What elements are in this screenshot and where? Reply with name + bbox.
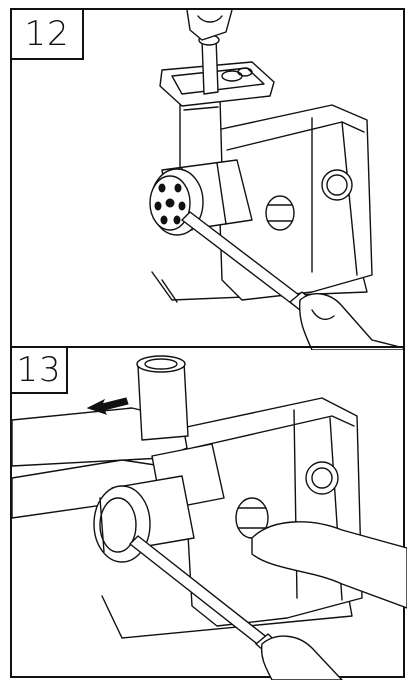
lower-hand: [300, 294, 404, 350]
motor-housing: [217, 105, 372, 300]
step-number-12: 12: [12, 10, 84, 60]
step-panel-12: 12: [10, 8, 407, 350]
arrow-left-icon: [88, 398, 128, 414]
step-number-13: 13: [12, 348, 68, 394]
lower-hand: [262, 636, 342, 680]
right-hand: [252, 522, 407, 608]
food-pusher: [202, 38, 218, 94]
step-12-illustration: [12, 10, 407, 350]
control-knob: [306, 462, 338, 494]
locking-knob: [266, 196, 294, 230]
feed-tube-detached: [138, 362, 188, 440]
step-panel-13: 13: [10, 346, 407, 680]
step-13-illustration: [12, 348, 407, 680]
top-hand: [187, 10, 232, 40]
